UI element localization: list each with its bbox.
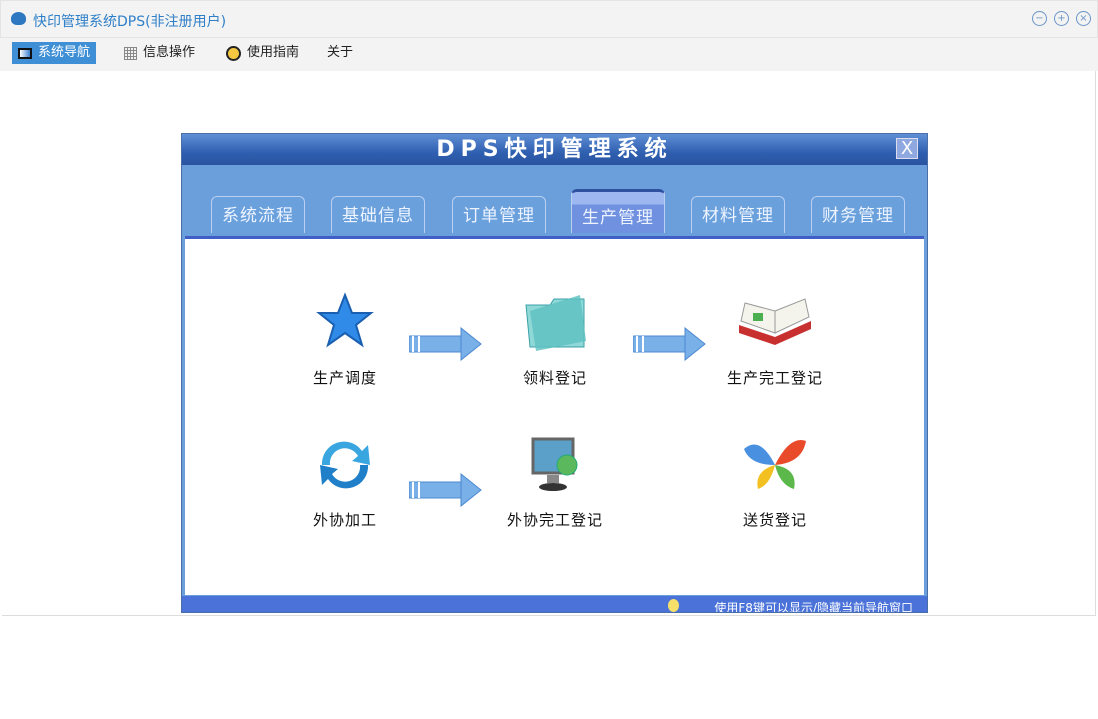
tab-basic-info[interactable]: 基础信息 [331,196,425,233]
folder-icon [525,295,586,351]
butterfly-icon [744,440,806,489]
star-icon [316,292,374,348]
monitor-icon [18,47,32,59]
tab-materials[interactable]: 材料管理 [691,196,785,233]
dialog-title: DPS快印管理系统 [182,134,927,165]
help-icon [226,45,241,61]
refresh-arrows-icon [320,441,370,489]
menu-system-nav[interactable]: 系统导航 [12,42,97,64]
tab-finance[interactable]: 财务管理 [811,196,905,233]
navigation-dialog: DPS快印管理系统 X 系统流程 基础信息 订单管理 生产管理 材料管理 财务管… [181,133,928,613]
item-production-completion[interactable]: 生产完工登记 [705,291,845,388]
window-title: 快印管理系统DPS(非注册用户) [33,14,227,30]
dialog-footer: 使用F8键可以显示/隐藏当前导航窗口 [182,596,927,613]
menu-guide[interactable]: 使用指南 [220,42,305,64]
item-material-requisition[interactable]: 领料登记 [485,291,625,388]
dialog-body: 生产调度 领料登记 生产完工登记 外协加工 外协完工登记 送货登记 [185,236,924,595]
item-delivery[interactable]: 送货登记 [705,435,845,530]
footer-hint: 使用F8键可以显示/隐藏当前导航窗口 [714,601,913,613]
item-outsourcing-completion[interactable]: 外协完工登记 [485,435,625,530]
tab-system-flow[interactable]: 系统流程 [211,196,305,233]
content-area [2,71,1096,616]
tab-production[interactable]: 生产管理 [571,189,665,233]
arrow-right-icon [409,473,482,507]
app-logo-icon [11,12,26,25]
close-icon[interactable]: × [1076,11,1091,26]
lightbulb-icon [668,599,679,612]
book-icon [739,298,811,345]
tab-orders[interactable]: 订单管理 [452,196,546,233]
menu-bar: 系统导航 信息操作 使用指南 关于 [0,38,1098,71]
grid-icon [124,46,137,60]
maximize-icon[interactable]: + [1054,11,1069,26]
dialog-close-button[interactable]: X [896,138,918,159]
menu-about[interactable]: 关于 [327,45,354,60]
arrow-right-icon [633,327,706,361]
arrow-right-icon [409,327,482,361]
menu-info-ops[interactable]: 信息操作 [118,42,201,64]
monitor-globe-icon [531,437,578,491]
title-bar: 快印管理系统DPS(非注册用户) − + × [0,0,1098,38]
item-outsourcing[interactable]: 外协加工 [275,435,415,530]
minimize-icon[interactable]: − [1032,11,1047,26]
item-production-schedule[interactable]: 生产调度 [275,291,415,388]
